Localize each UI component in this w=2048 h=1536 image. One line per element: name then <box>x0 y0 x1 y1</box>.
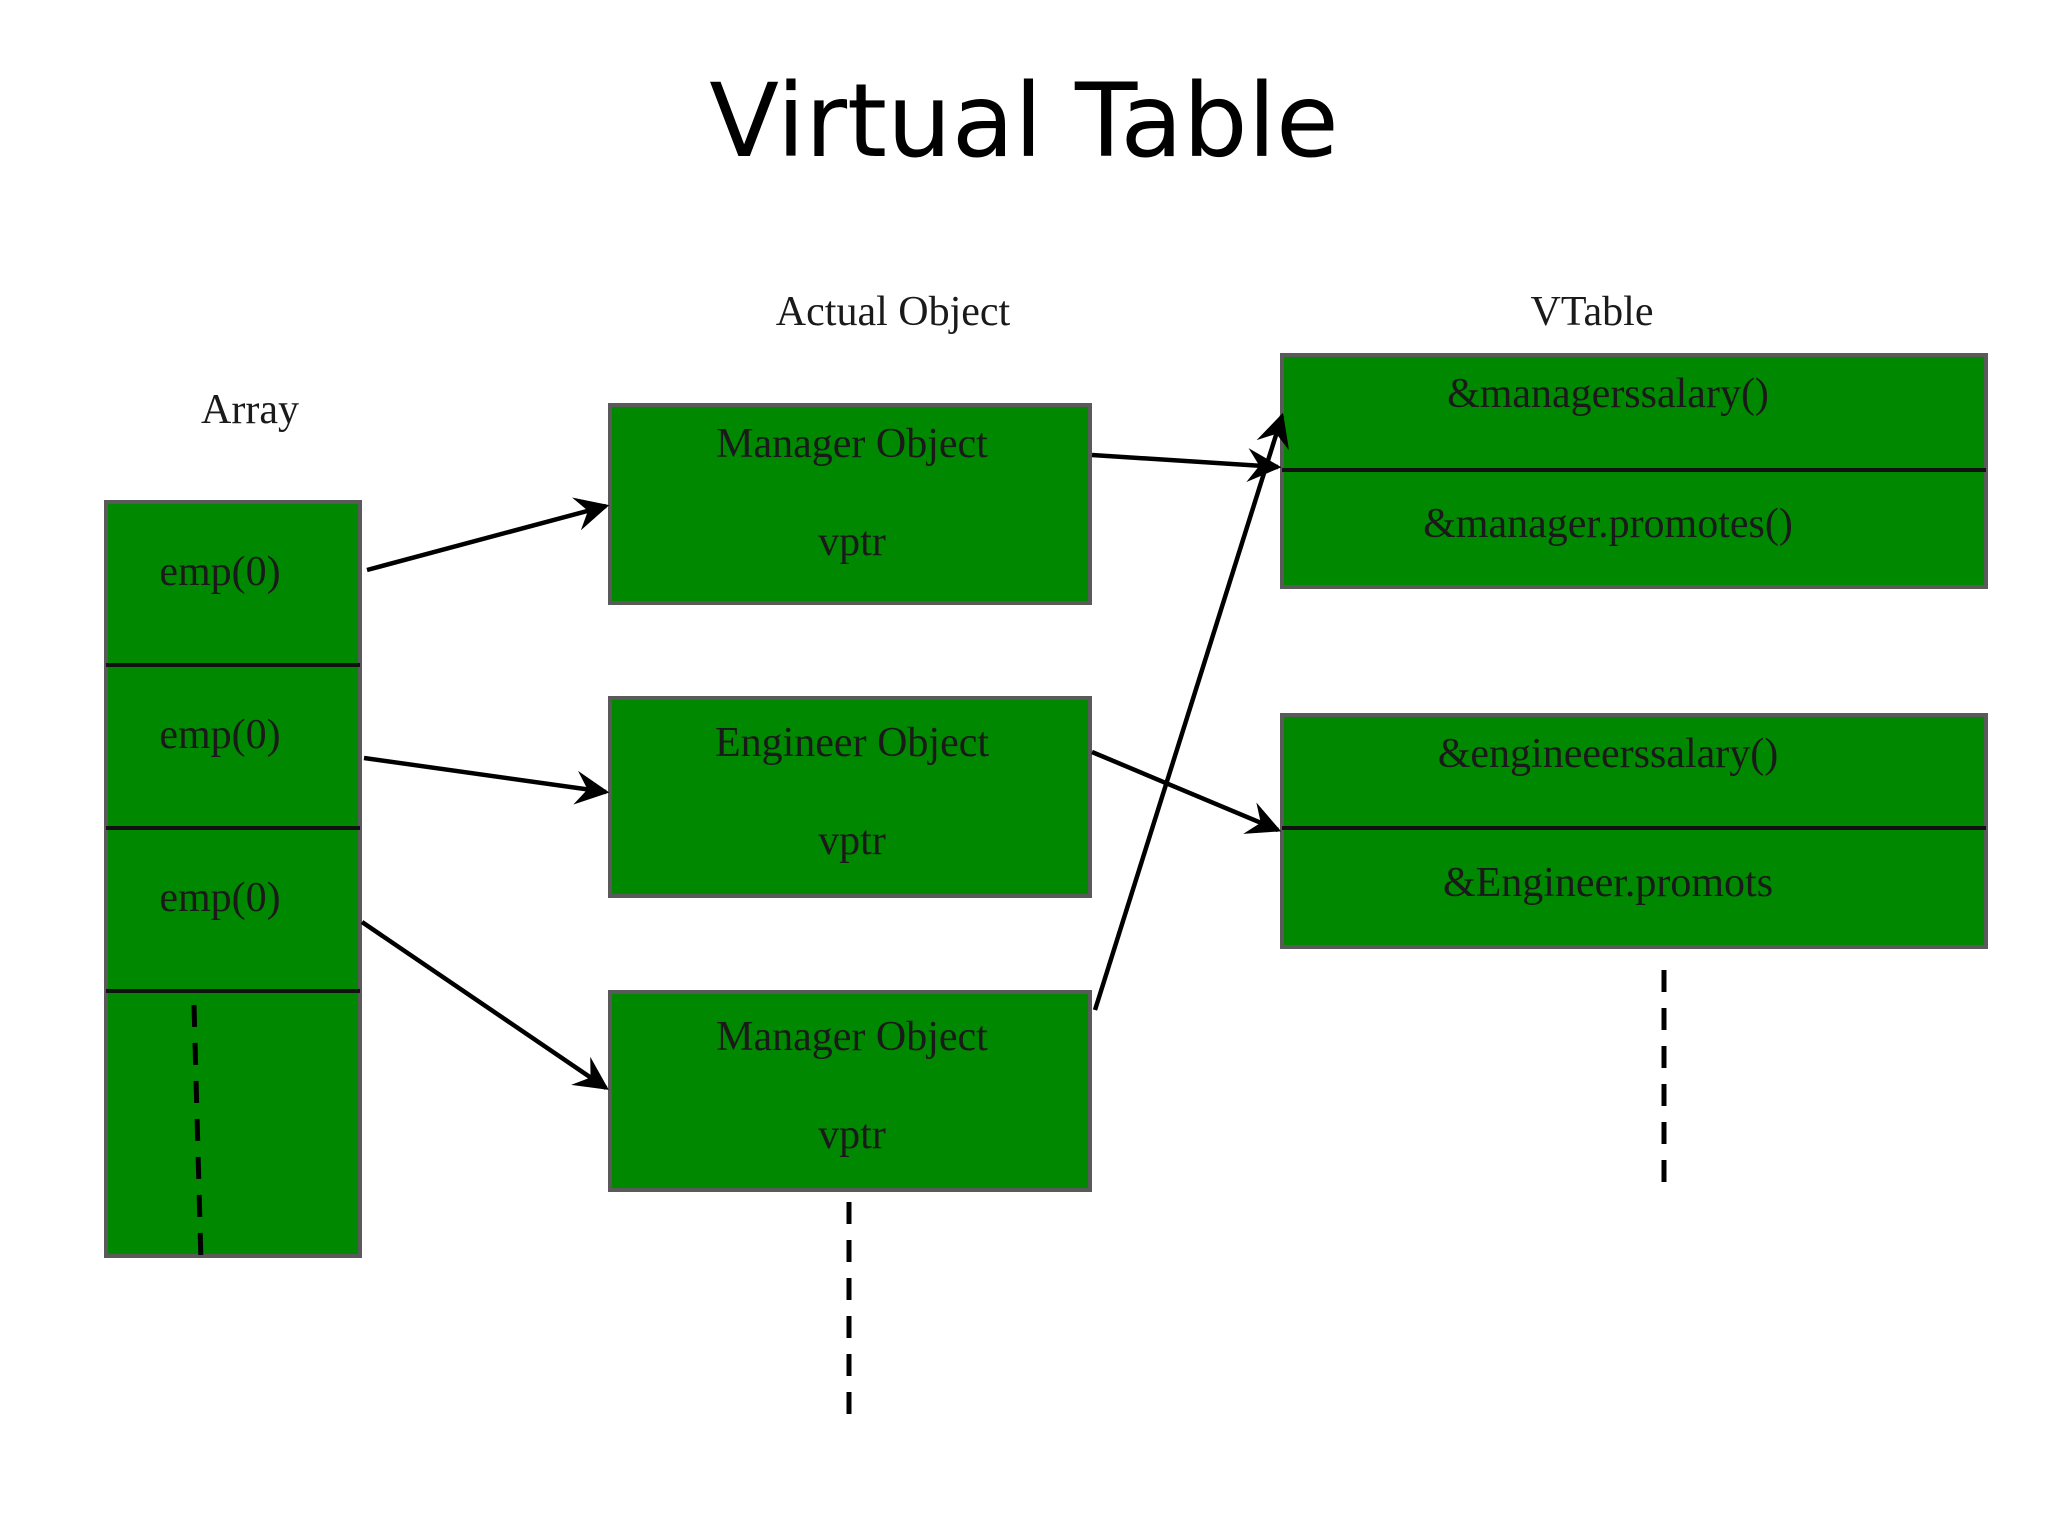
array-cell: emp(0) <box>159 712 280 758</box>
object-vptr: vptr <box>818 519 886 565</box>
vtable-box <box>1280 713 1988 949</box>
array-box: emp(0) emp(0) emp(0) <box>104 500 362 1263</box>
array-outline <box>104 500 362 1258</box>
vtable-entry: &manager.promotes() <box>1423 501 1793 547</box>
vtable-manager: &managerssalary() &manager.promotes() <box>1280 353 1988 589</box>
object-vptr: vptr <box>818 818 886 864</box>
arrow-manager-vptr-to-vtable <box>1091 448 1282 482</box>
object-name: Manager Object <box>716 421 988 467</box>
object-manager-2: Manager Object vptr <box>608 990 1092 1192</box>
vtable-entry: &engineeerssalary() <box>1438 731 1779 777</box>
array-heading: Array <box>201 387 299 433</box>
object-box <box>608 403 1092 605</box>
arrow-array-to-manager-object-2 <box>360 920 609 1090</box>
object-manager-1: Manager Object vptr <box>608 403 1092 605</box>
arrow-engineer-vptr-to-vtable <box>1091 749 1282 834</box>
vtable-engineer: &engineeerssalary() &Engineer.promots <box>1280 713 1988 949</box>
object-engineer: Engineer Object vptr <box>608 696 1092 898</box>
objects-heading: Actual Object <box>776 289 1011 335</box>
object-name: Manager Object <box>716 1014 988 1060</box>
arrow-manager2-vptr-to-vtable <box>1092 412 1290 1011</box>
object-vptr: vptr <box>818 1112 886 1158</box>
arrow-array-to-engineer-object <box>363 755 610 805</box>
vtable-heading: VTable <box>1530 289 1653 335</box>
slide-title: Virtual Table <box>709 62 1339 181</box>
object-box <box>608 696 1092 898</box>
array-cell: emp(0) <box>159 875 280 921</box>
object-name: Engineer Object <box>715 720 989 766</box>
vtable-entry: &managerssalary() <box>1447 371 1769 417</box>
object-box <box>608 990 1092 1192</box>
array-continuation-dashes <box>191 1004 204 1263</box>
arrow-array-to-manager-object <box>366 497 610 573</box>
array-cell: emp(0) <box>159 549 280 595</box>
vtable-entry: &Engineer.promots <box>1443 860 1773 906</box>
